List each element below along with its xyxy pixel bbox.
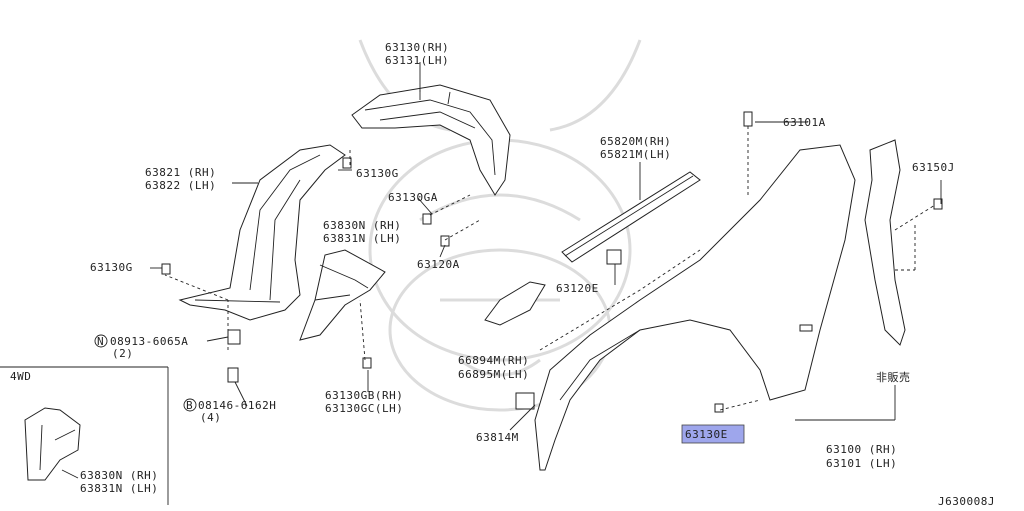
label-63831n[interactable]: 63831N (LH) [323, 232, 401, 245]
label-inset-63831n[interactable]: 63831N (LH) [80, 482, 158, 495]
label-63101[interactable]: 63101 (LH) [826, 457, 897, 470]
front-fender-63100[interactable] [534, 144, 856, 471]
label-63120a[interactable]: 63120A [417, 258, 460, 271]
label-63131[interactable]: 63131(LH) [385, 54, 449, 67]
label-08146-b: B [186, 399, 193, 412]
label-65820m[interactable]: 65820M(RH) [600, 135, 671, 148]
clip-63130gb[interactable] [362, 357, 372, 369]
label-08913-n: N [97, 335, 104, 348]
label-63120e[interactable]: 63120E [556, 282, 599, 295]
label-63130g-top[interactable]: 63130G [356, 167, 399, 180]
label-63814m[interactable]: 63814M [476, 431, 519, 444]
label-63101a[interactable]: 63101A [783, 116, 826, 129]
clip-63130ga[interactable] [422, 213, 432, 225]
label-66895m[interactable]: 66895M(LH) [458, 368, 529, 381]
clip-63120e[interactable] [606, 249, 622, 265]
bracket-66894m[interactable] [484, 281, 546, 326]
bracket-63830n[interactable] [299, 249, 386, 341]
label-63821[interactable]: 63821 (RH) [145, 166, 216, 179]
screw-63130e[interactable] [714, 403, 724, 413]
nut-08913[interactable] [227, 329, 241, 345]
label-66894m[interactable]: 66894M(RH) [458, 354, 529, 367]
label-63150j[interactable]: 63150J [912, 161, 955, 174]
label-63130e[interactable]: 63130E [685, 428, 728, 441]
clip-63150j[interactable] [933, 198, 943, 210]
label-65821m[interactable]: 65821M(LH) [600, 148, 671, 161]
bracket-63150j[interactable] [864, 139, 906, 346]
pad-63814m[interactable] [515, 392, 535, 410]
diagram-code: J630008J [938, 495, 995, 508]
label-inset-4wd: 4WD [10, 370, 31, 383]
label-63130g-left[interactable]: 63130G [90, 261, 133, 274]
clip-63130g-top[interactable] [342, 157, 352, 169]
circle-b-marker [183, 398, 197, 412]
label-08146-qty: (4) [200, 411, 221, 424]
label-63130gc[interactable]: 63130GC(LH) [325, 402, 403, 415]
label-63130ga[interactable]: 63130GA [388, 191, 438, 204]
fender-liner-upper[interactable] [351, 84, 511, 196]
label-08146[interactable]: 08146-6162H [198, 399, 276, 412]
moulding-65820m[interactable] [561, 171, 701, 263]
label-not-for-sale: 非販売 [876, 371, 911, 384]
label-08913[interactable]: 08913-6065A [110, 335, 188, 348]
label-08913-qty: (2) [112, 347, 133, 360]
clip-63130g-left[interactable] [161, 263, 171, 275]
label-63130gb[interactable]: 63130GB(RH) [325, 389, 403, 402]
label-inset-63830n[interactable]: 63830N (RH) [80, 469, 158, 482]
label-63822[interactable]: 63822 (LH) [145, 179, 216, 192]
label-63830n[interactable]: 63830N (RH) [323, 219, 401, 232]
label-63130[interactable]: 63130(RH) [385, 41, 449, 54]
circle-n-marker [94, 334, 108, 348]
highlight-box [681, 424, 745, 444]
label-63100[interactable]: 63100 (RH) [826, 443, 897, 456]
bolt-08146[interactable] [227, 367, 239, 383]
clip-63120a[interactable] [440, 235, 450, 247]
bolt-63101a[interactable] [743, 111, 753, 127]
inset-4wd [0, 366, 169, 505]
fender-liner-left[interactable] [178, 144, 346, 321]
leader-lines [150, 121, 942, 431]
